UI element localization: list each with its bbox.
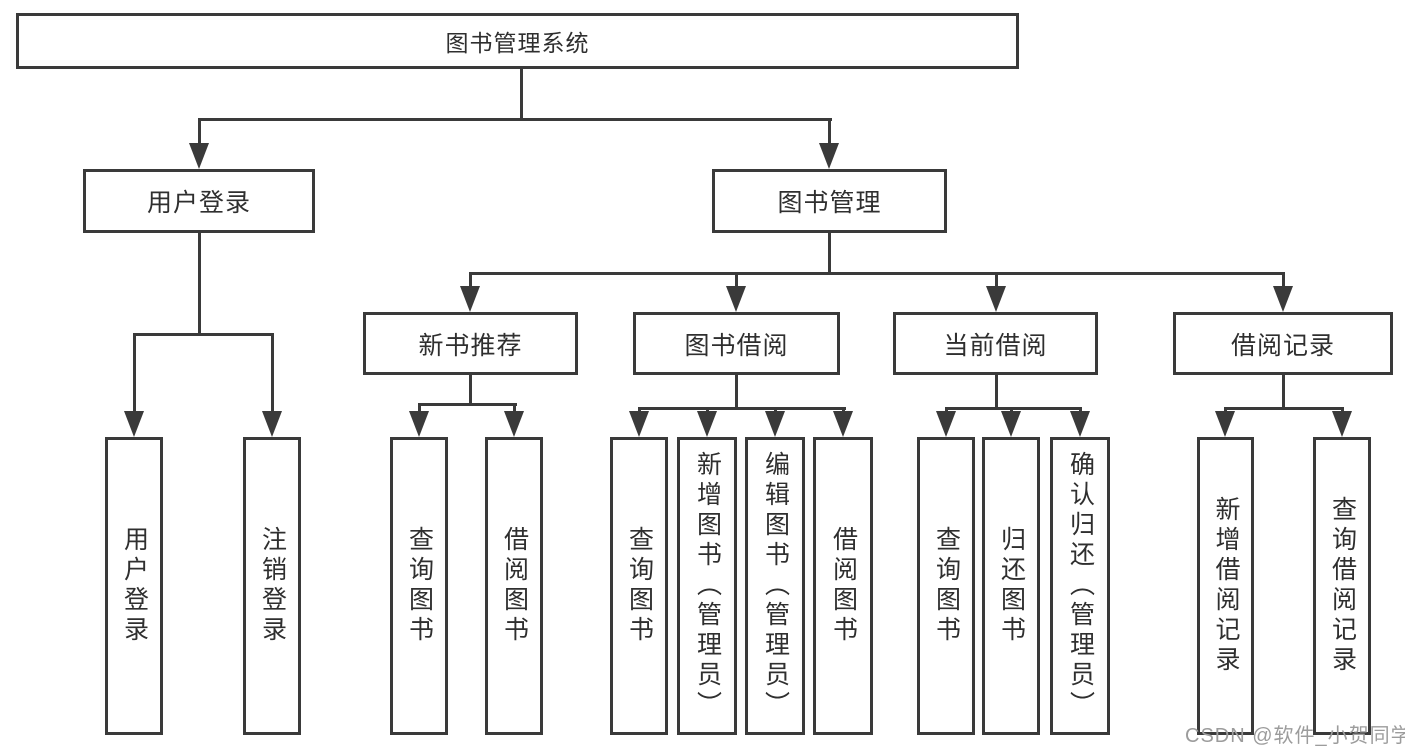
node-root-library-system: 图书管理系统: [16, 13, 1019, 69]
arrowhead-leaf-borrow-book: [833, 411, 853, 437]
csdn-watermark: CSDN @软件_小贺同学: [1185, 725, 1405, 747]
arrowhead-current-borrow: [986, 286, 1006, 312]
connector-book-mgmt-split: [469, 272, 1285, 275]
arrowhead-leaf-edit-book: [765, 411, 785, 437]
connector-to-user-login: [198, 118, 201, 146]
connector-new-book-split: [418, 403, 517, 406]
leaf-label: 借阅图书: [829, 526, 858, 646]
node-book-borrow: 图书借阅: [633, 312, 840, 375]
leaf-label: 查询借阅记录: [1328, 496, 1357, 676]
node-label: 用户登录: [146, 189, 251, 217]
arrowhead-borrow-records: [1273, 286, 1293, 312]
arrowhead-leaf-query-recommend: [409, 411, 429, 437]
connector-book-borrow-split: [638, 407, 846, 410]
node-label: 图书管理: [777, 189, 882, 217]
node-label: 新书推荐: [418, 331, 523, 360]
arrowhead-book-management: [819, 143, 839, 169]
node-book-management: 图书管理: [712, 169, 947, 233]
leaf-label: 查询图书: [625, 526, 654, 646]
node-user-login: 用户登录: [83, 169, 315, 233]
connector-to-leaf-logout: [271, 333, 274, 413]
leaf-add-book-admin: 新增图书（管理员）: [677, 437, 737, 735]
leaf-query-borrow-record: 查询借阅记录: [1313, 437, 1371, 735]
connector-current-borrow-split: [945, 407, 1082, 410]
arrowhead-leaf-confirm-return: [1070, 411, 1090, 437]
connector-to-new-book: [469, 272, 472, 290]
leaf-label: 新增图书（管理员）: [693, 451, 722, 721]
connector-user-login-stem: [198, 233, 201, 336]
leaf-user-login: 用户登录: [105, 437, 163, 735]
leaf-query-book-current: 查询图书: [917, 437, 975, 735]
arrowhead-leaf-query-current: [936, 411, 956, 437]
leaf-label: 查询图书: [405, 526, 434, 646]
connector-borrow-records-stem: [1282, 375, 1285, 410]
node-new-book-recommend: 新书推荐: [363, 312, 578, 375]
node-label: 借阅记录: [1230, 331, 1335, 360]
leaf-label: 用户登录: [120, 526, 149, 646]
arrowhead-leaf-query-borrow: [629, 411, 649, 437]
arrowhead-leaf-borrow-recommend: [504, 411, 524, 437]
leaf-label: 确认归还（管理员）: [1066, 451, 1095, 721]
node-label: 当前借阅: [943, 331, 1048, 360]
leaf-query-book-recommend: 查询图书: [390, 437, 448, 735]
node-current-borrow: 当前借阅: [893, 312, 1098, 375]
leaf-label: 查询图书: [932, 526, 961, 646]
connector-root-split: [198, 118, 832, 121]
arrowhead-leaf-user-login: [124, 411, 144, 437]
connector-to-leaf-borrow-recommend: [513, 403, 516, 413]
arrowhead-leaf-return-book: [1001, 411, 1021, 437]
arrowhead-leaf-query-record: [1332, 411, 1352, 437]
connector-root-stem: [520, 69, 523, 121]
leaf-label: 归还图书: [997, 526, 1026, 646]
leaf-borrow-book: 借阅图书: [813, 437, 873, 735]
leaf-logout-login: 注销登录: [243, 437, 301, 735]
leaf-borrow-book-recommend: 借阅图书: [485, 437, 543, 735]
node-borrow-records: 借阅记录: [1173, 312, 1393, 375]
arrowhead-leaf-logout: [262, 411, 282, 437]
leaf-confirm-return-admin: 确认归还（管理员）: [1050, 437, 1110, 735]
connector-borrow-records-split: [1224, 407, 1344, 410]
connector-new-book-stem: [469, 375, 472, 406]
connector-book-borrow-stem: [735, 375, 738, 410]
leaf-label: 借阅图书: [500, 526, 529, 646]
arrowhead-leaf-add-book: [697, 411, 717, 437]
leaf-label: 新增借阅记录: [1212, 496, 1240, 676]
node-label: 图书借阅: [684, 331, 789, 360]
node-label: 图书管理系统: [445, 30, 590, 56]
arrowhead-book-borrow: [726, 286, 746, 312]
connector-to-current-borrow: [995, 272, 998, 290]
connector-to-book-management: [828, 118, 831, 146]
arrowhead-new-book: [460, 286, 480, 312]
connector-to-borrow-records: [1282, 272, 1285, 290]
connector-to-leaf-query-recommend: [418, 403, 421, 413]
connector-to-leaf-user-login: [133, 333, 136, 413]
arrowhead-user-login: [189, 143, 209, 169]
leaf-return-book: 归还图书: [982, 437, 1040, 735]
connector-user-login-split: [133, 333, 274, 336]
connector-book-mgmt-stem: [828, 233, 831, 275]
connector-current-borrow-stem: [995, 375, 998, 410]
leaf-edit-book-admin: 编辑图书（管理员）: [745, 437, 805, 735]
leaf-label: 注销登录: [258, 526, 287, 646]
leaf-label: 编辑图书（管理员）: [761, 451, 790, 721]
connector-to-book-borrow: [735, 272, 738, 290]
leaf-query-book-borrow: 查询图书: [610, 437, 668, 735]
arrowhead-leaf-add-record: [1215, 411, 1235, 437]
leaf-add-borrow-record: 新增借阅记录: [1197, 437, 1254, 735]
